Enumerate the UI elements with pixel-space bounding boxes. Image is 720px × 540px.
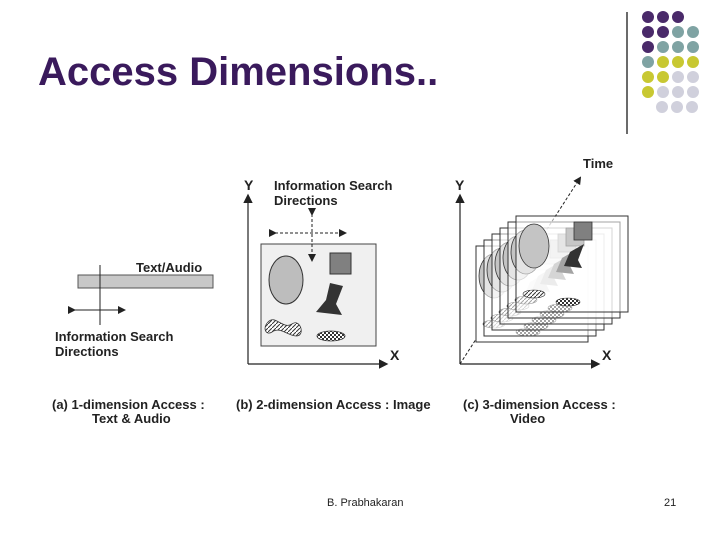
page-number: 21 [664, 497, 677, 509]
panel-b-y-label: Y [244, 177, 254, 193]
panel-c-time-label: Time [583, 156, 613, 171]
decorative-dot [642, 86, 654, 98]
panel-c-caption-1: (c) 3-dimension Access : [463, 397, 616, 412]
decorative-dot [672, 86, 684, 98]
decorative-dot [687, 71, 699, 83]
decorative-dot [642, 56, 654, 68]
decorative-dot [657, 56, 669, 68]
decorative-dot [657, 41, 669, 53]
decorative-dot [672, 56, 684, 68]
panel-b-2d-access: Y X Information Search Directions (b) 2-… [236, 177, 431, 412]
panel-a-search-label-1: Information Search [55, 329, 174, 344]
panel-a-search-label-2: Directions [55, 344, 119, 359]
decorative-dot [672, 11, 684, 23]
decorative-dot [657, 26, 669, 38]
video-frame-stack [475, 215, 629, 343]
decorative-dot [672, 71, 684, 83]
decorative-dot [687, 86, 699, 98]
decorative-dot [672, 41, 684, 53]
image-hatched-blob [264, 319, 302, 337]
video-frame [515, 215, 629, 313]
decorative-dot [657, 71, 669, 83]
image-square [329, 252, 352, 275]
footer-author: B. Prabhakaran [327, 497, 404, 509]
panel-c-y-label: Y [455, 177, 465, 193]
decorative-dot [686, 101, 698, 113]
decorative-dot-grid [642, 11, 699, 113]
image-checkered-ellipse [316, 330, 346, 342]
image-dark-shape [316, 283, 343, 315]
panel-c-caption-2: Video [510, 411, 545, 426]
panel-a-caption-1: (a) 1-dimension Access : [52, 397, 205, 412]
decorative-dot [671, 101, 683, 113]
panel-b-caption: (b) 2-dimension Access : Image [236, 397, 431, 412]
decorative-dot [687, 56, 699, 68]
slide-title: Access Dimensions.. [38, 50, 439, 94]
decorative-dot [642, 41, 654, 53]
decorative-dot [656, 101, 668, 113]
decorative-dot [657, 11, 669, 23]
decorative-dot [642, 26, 654, 38]
decorative-dot [642, 11, 654, 23]
decorative-dot [687, 26, 699, 38]
decorative-dot [642, 71, 654, 83]
panel-a-1d-access: Text/Audio Information Search Directions… [52, 260, 214, 426]
decorative-dot [672, 26, 684, 38]
text-audio-bar [77, 274, 214, 289]
image-ellipse [268, 255, 304, 305]
panel-a-caption-2: Text & Audio [92, 411, 171, 426]
panel-c-3d-access: Y X Time (c) 3-dimension Access : Video [455, 156, 629, 426]
title-divider-line [626, 12, 628, 134]
panel-b-x-label: X [390, 347, 400, 363]
decorative-dot [687, 41, 699, 53]
panel-b-search-label-1: Information Search [274, 178, 393, 193]
panel-b-search-label-2: Directions [274, 193, 338, 208]
text-audio-label: Text/Audio [136, 260, 202, 275]
panel-c-x-label: X [602, 347, 612, 363]
decorative-dot [657, 86, 669, 98]
